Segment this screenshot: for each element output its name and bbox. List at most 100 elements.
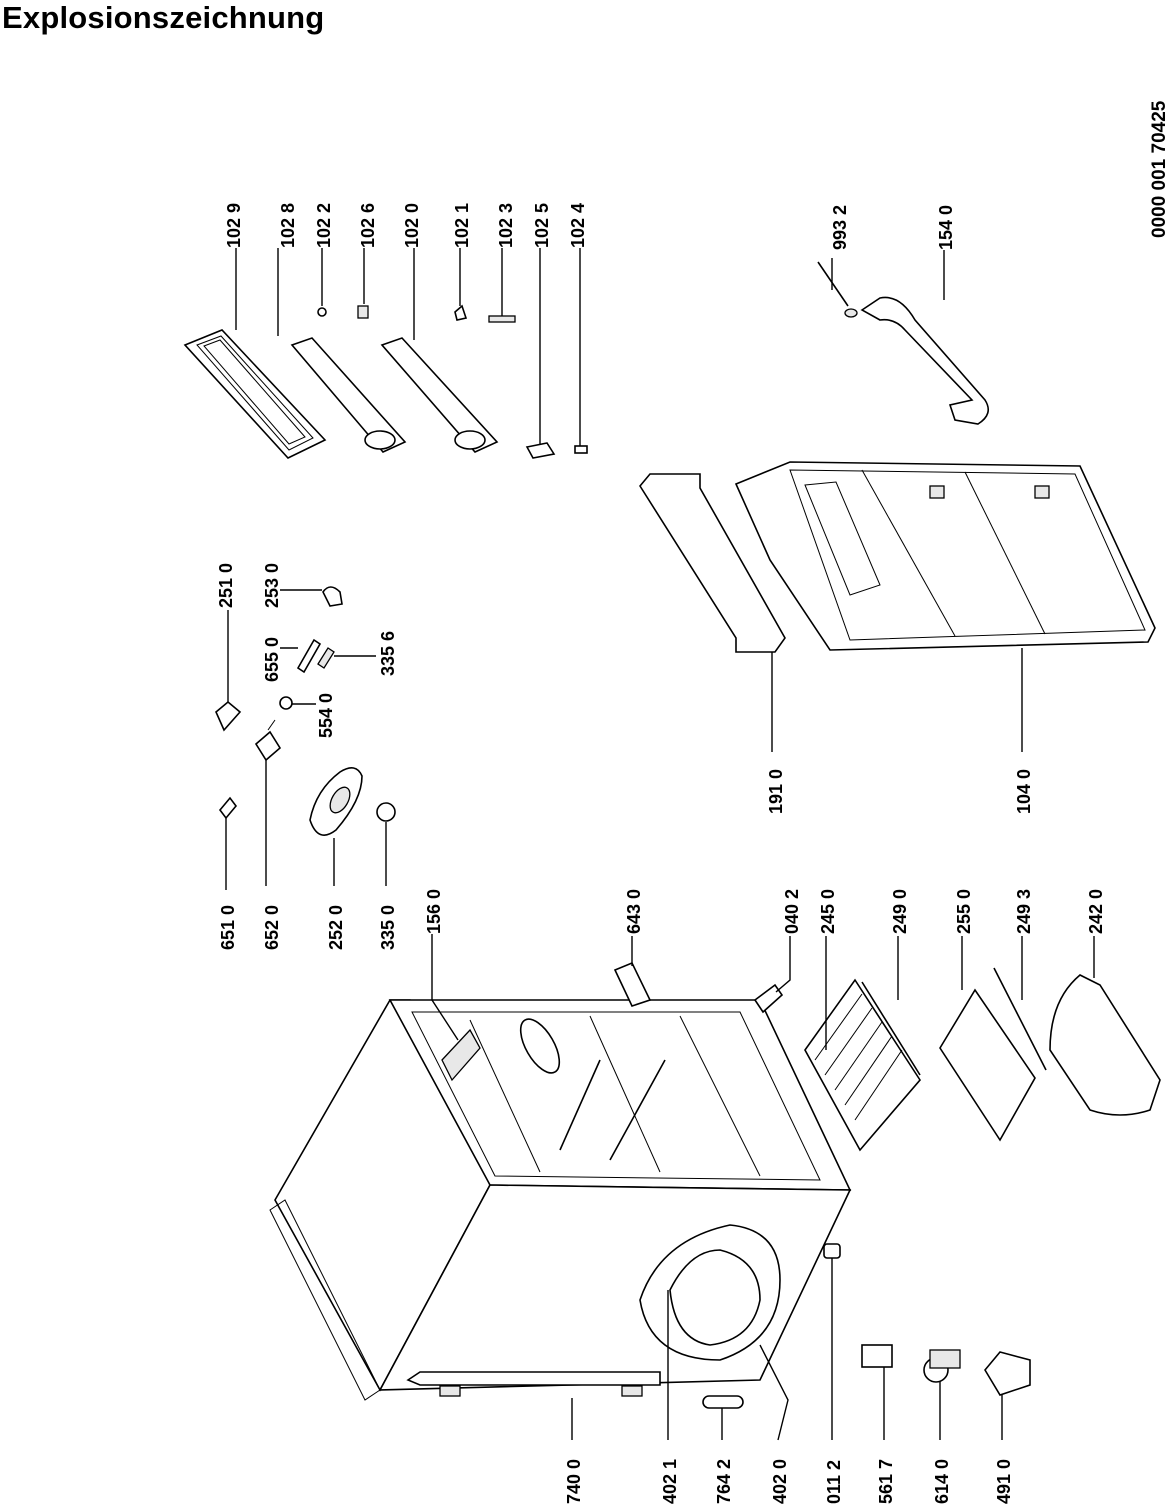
pad-1024 (574, 445, 588, 454)
back-grille-740 (269, 1199, 381, 1401)
part-label: 102 5 (532, 203, 552, 248)
label-1910: 191 0 (766, 652, 786, 814)
label-1560: 156 0 (424, 889, 459, 1041)
part-label: 655 0 (262, 637, 282, 682)
part-label: 402 0 (770, 1459, 790, 1504)
label-0402: 040 2 (775, 889, 802, 993)
shelf-glass-1028 (290, 337, 407, 453)
label-2420: 242 0 (1086, 889, 1106, 978)
label-5540: 554 0 (292, 693, 336, 738)
part-label: 102 9 (224, 203, 244, 248)
small-clip-1022 (317, 307, 327, 317)
strip-1023 (488, 315, 516, 323)
label-1020: 102 0 (402, 203, 422, 340)
door-1040 (734, 461, 1156, 651)
part-label: 102 8 (278, 203, 298, 248)
shelf-rail-2 (609, 1059, 666, 1161)
label-1021: 102 1 (452, 203, 472, 306)
shelf-glass-1020 (380, 337, 499, 453)
label-1024: 102 4 (568, 203, 588, 446)
part-label: 040 2 (782, 889, 802, 934)
part-label: 191 0 (766, 769, 786, 814)
small-clip-1021 (454, 304, 468, 321)
label-6550: 655 0 (262, 637, 298, 682)
part-label: 740 0 (564, 1459, 584, 1504)
shelf-rail-1 (559, 1059, 601, 1151)
part-label: 652 0 (262, 905, 282, 950)
lamp-3356 (317, 647, 335, 669)
foot-0112 (823, 1243, 841, 1259)
label-2550: 255 0 (954, 889, 974, 990)
part-label: 249 0 (890, 889, 910, 934)
part-label: 242 0 (1086, 889, 1106, 934)
part-label: 102 3 (496, 203, 516, 248)
socket-5540 (279, 696, 293, 710)
label-9932: 993 2 (830, 205, 850, 290)
part-label: 251 0 (216, 563, 236, 608)
label-7400: 740 0 (564, 1398, 584, 1504)
relay-5617 (861, 1344, 893, 1368)
part-label: 156 0 (424, 889, 444, 934)
label-0112: 011 2 (824, 1258, 844, 1504)
door-shelf-frame-1029 (183, 329, 327, 459)
part-label: 651 0 (218, 905, 238, 950)
part-label: 491 0 (994, 1459, 1014, 1504)
part-label: 561 7 (876, 1459, 896, 1504)
bracket-6430 (613, 961, 652, 1007)
small-clip-1026 (357, 305, 369, 319)
part-label: 255 0 (954, 889, 974, 934)
lamp-housing-2520 (309, 767, 363, 836)
label-2510: 251 0 (216, 563, 236, 702)
part-label: 102 1 (452, 203, 472, 248)
label-1023: 102 3 (496, 203, 516, 316)
label-2530: 253 0 (262, 563, 322, 608)
lamp-housing-inner (519, 1018, 561, 1074)
part-label: 335 6 (378, 631, 398, 676)
cable-9932 (817, 261, 858, 318)
label-1026: 102 6 (358, 203, 378, 304)
cap-2530 (322, 586, 343, 607)
document-number: 0000 001 70425 (1149, 100, 1170, 238)
condenser-7400 (406, 1371, 661, 1397)
label-1040: 104 0 (1014, 648, 1034, 814)
hinge-0402 (753, 983, 784, 1014)
door-gasket-1910 (639, 473, 786, 653)
handle-1540 (860, 296, 990, 425)
part-label: 245 0 (818, 889, 838, 934)
part-label: 335 0 (378, 905, 398, 950)
capacitor-7642 (702, 1395, 744, 1409)
part-label: 402 1 (660, 1459, 680, 1504)
part-label: 249 3 (1014, 889, 1034, 934)
label-3350: 335 0 (378, 822, 398, 950)
page-title: Explosionszeichnung (2, 0, 325, 35)
part-label: 102 4 (568, 203, 588, 248)
label-6140: 614 0 (932, 1382, 952, 1504)
label-1029: 102 9 (224, 203, 244, 330)
wire-shelf-2450 (804, 978, 921, 1152)
label-1022: 102 2 (314, 203, 334, 306)
label-1540: 154 0 (936, 205, 956, 300)
label-2493: 249 3 (1014, 889, 1034, 1000)
compressor-4020 (639, 1224, 781, 1361)
part-label: 102 6 (358, 203, 378, 248)
part-label: 104 0 (1014, 769, 1034, 814)
part-label: 154 0 (936, 205, 956, 250)
part-label: 554 0 (316, 693, 336, 738)
label-4910: 491 0 (994, 1395, 1014, 1504)
label-4020: 402 0 (759, 1344, 790, 1504)
lamp-6550 (296, 638, 322, 674)
part-label: 253 0 (262, 563, 282, 608)
knob-3350 (376, 802, 396, 822)
label-6510: 651 0 (218, 818, 238, 950)
label-4021: 402 1 (660, 1290, 680, 1504)
label-2520: 252 0 (326, 838, 346, 950)
label-7642: 764 2 (714, 1408, 734, 1504)
switch-6510 (218, 796, 238, 820)
label-6520: 652 0 (262, 760, 282, 950)
drawer-2420 (1049, 974, 1161, 1116)
part-label: 614 0 (932, 1459, 952, 1504)
pad-1025 (525, 442, 556, 459)
knob-cover-2510 (215, 700, 242, 732)
thermostat-6520 (254, 719, 282, 762)
